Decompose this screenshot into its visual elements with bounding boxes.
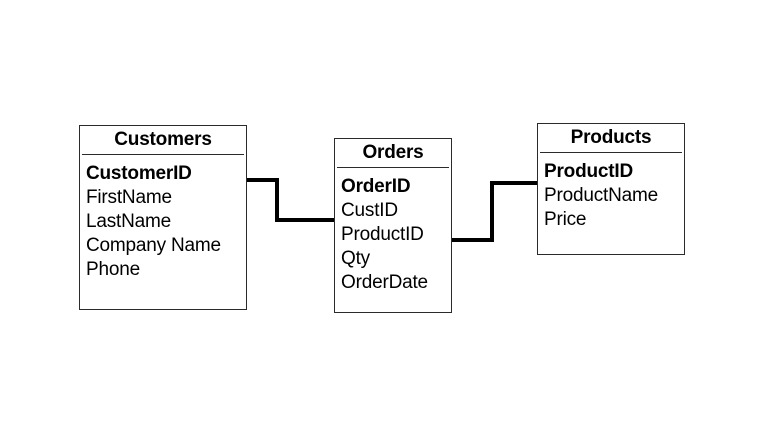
relationship-orders-products-segment-2 [490, 181, 494, 242]
field-orders-orderdate[interactable]: OrderDate [341, 272, 428, 293]
relationship-orders-products-segment-3 [490, 181, 540, 185]
field-customers-phone[interactable]: Phone [86, 259, 140, 280]
entity-products[interactable]: Products ProductID ProductName Price [537, 123, 685, 255]
field-customers-firstname[interactable]: FirstName [86, 187, 172, 208]
entity-orders-divider [337, 167, 449, 168]
entity-products-fields: ProductID ProductName Price [538, 153, 684, 238]
relationship-orders-products-segment-1 [437, 238, 494, 242]
field-products-price[interactable]: Price [544, 209, 587, 230]
entity-customers-fields: CustomerID FirstName LastName Company Na… [80, 155, 246, 288]
entity-customers[interactable]: Customers CustomerID FirstName LastName … [79, 125, 247, 310]
entity-orders-title: Orders [362, 142, 424, 163]
field-orders-orderid[interactable]: OrderID [341, 176, 411, 197]
field-orders-custid[interactable]: CustID [341, 200, 398, 221]
entity-customers-divider [82, 154, 244, 155]
entity-orders-fields: OrderID CustID ProductID Qty OrderDate [335, 168, 451, 301]
field-products-productname[interactable]: ProductName [544, 185, 658, 206]
entity-products-title: Products [570, 127, 652, 148]
field-customers-companyname[interactable]: Company Name [86, 235, 221, 256]
entity-products-divider [540, 152, 682, 153]
relationship-customers-orders-segment-3 [275, 218, 337, 222]
field-customers-lastname[interactable]: LastName [86, 211, 171, 232]
entity-orders[interactable]: Orders OrderID CustID ProductID Qty Orde… [334, 138, 452, 313]
relationship-customers-orders-segment-1 [215, 178, 279, 182]
field-customers-customerid[interactable]: CustomerID [86, 163, 192, 184]
field-orders-qty[interactable]: Qty [341, 248, 370, 269]
field-orders-productid[interactable]: ProductID [341, 224, 424, 245]
field-products-productid[interactable]: ProductID [544, 161, 633, 182]
entity-customers-title: Customers [114, 129, 212, 150]
relationship-customers-orders-segment-2 [275, 178, 279, 222]
